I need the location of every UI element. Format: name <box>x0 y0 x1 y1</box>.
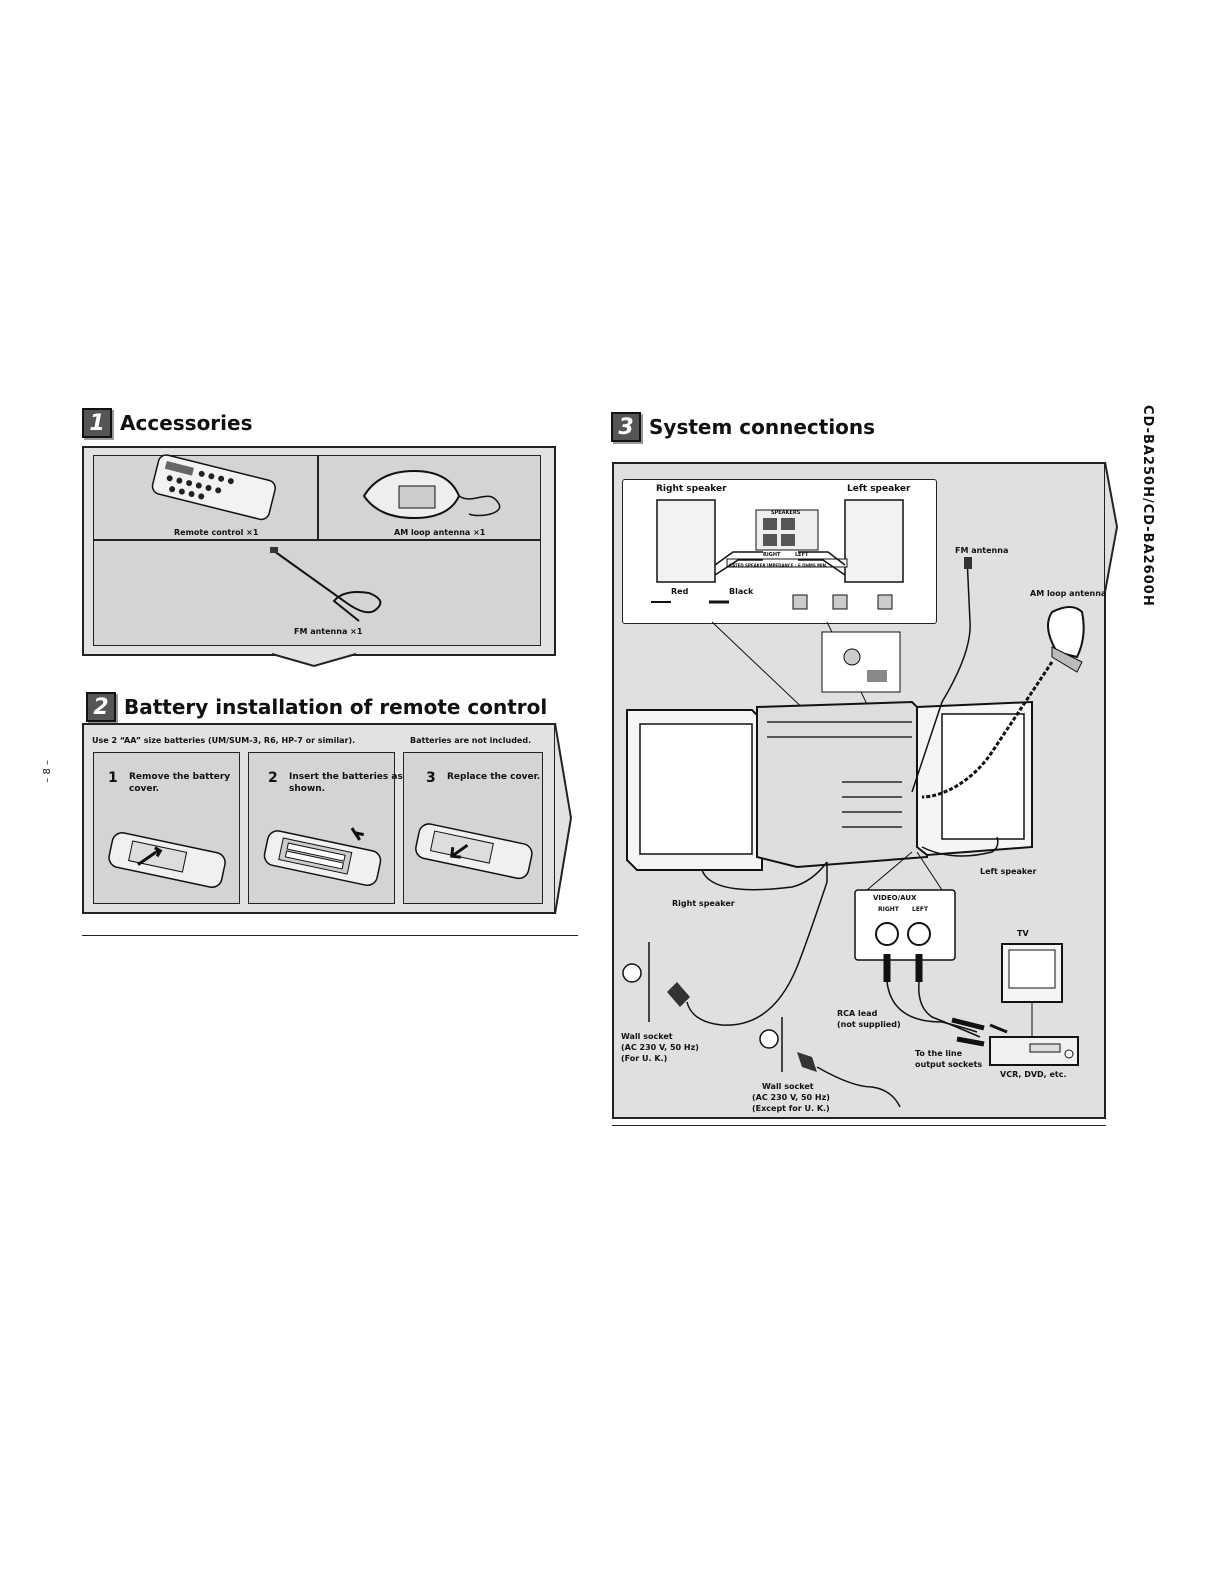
remote-control-icon <box>151 454 276 521</box>
black-wire-label: Black <box>729 587 754 596</box>
speaker-connection-diagram <box>651 499 904 610</box>
left-speaker-main-label: Left speaker <box>980 867 1037 876</box>
panel-pointer <box>271 653 357 668</box>
right-speaker-main-label: Right speaker <box>672 899 735 908</box>
wall-socket-uk-region: (For U. K.) <box>621 1054 668 1063</box>
section-number-badge: 1 <box>82 408 112 438</box>
accessories-header: 1 Accessories <box>82 408 253 438</box>
battery-title: Battery installation of remote control <box>124 695 548 719</box>
speaker-inset: Right speaker Left speaker SPEAKERS RIGH… <box>622 479 937 624</box>
panel-left-label: LEFT <box>795 552 809 558</box>
system-connection-diagram <box>622 556 1085 1108</box>
am-antenna-caption: AM loop antenna ×1 <box>394 528 486 537</box>
battery-header: 2 Battery installation of remote control <box>86 692 547 722</box>
section-number-badge: 3 <box>611 412 641 442</box>
section-number-badge: 2 <box>86 692 116 722</box>
side-model-title: CD-BA250H/CD-BA2600H <box>1140 405 1155 607</box>
jack-right-label: RIGHT <box>878 906 899 913</box>
remote-batteries-icon <box>263 827 382 887</box>
red-wire-label: Red <box>671 587 689 596</box>
fm-antenna-label: FM antenna <box>955 546 1009 555</box>
wall-socket-eu-label: Wall socket <box>762 1082 814 1091</box>
remote-back-icon <box>108 832 226 888</box>
impedance-label: RATED SPEAKER IMPEDANCE : 6 OHMS MIN. <box>729 563 828 568</box>
system-title: System connections <box>649 415 876 439</box>
am-antenna-cell: AM loop antenna ×1 <box>318 455 541 540</box>
rca-lead-label: RCA lead <box>837 1009 878 1018</box>
remote-control-caption: Remote control ×1 <box>174 528 259 537</box>
step-text: Insert the batteries as shown. <box>289 772 403 794</box>
remote-control-cell: Remote control ×1 <box>93 454 318 540</box>
jack-left-label: LEFT <box>912 906 929 913</box>
wall-socket-uk-spec: (AC 230 V, 50 Hz) <box>621 1043 699 1052</box>
accessories-panel: Remote control ×1 AM loop antenna ×1 FM … <box>82 446 556 656</box>
accessories-title: Accessories <box>120 411 253 435</box>
battery-not-included-note: Batteries are not included. <box>410 736 532 745</box>
fm-antenna-cell: FM antenna ×1 <box>93 540 541 646</box>
wall-socket-eu-spec: (AC 230 V, 50 Hz) <box>752 1093 830 1102</box>
page-number: – 8 – <box>42 760 53 783</box>
left-speaker-label: Left speaker <box>847 484 911 494</box>
tv-label: TV <box>1017 929 1029 938</box>
fm-antenna-caption: FM antenna ×1 <box>294 627 363 636</box>
battery-panel: Use 2 “AA” size batteries (UM/SUM-3, R6,… <box>82 723 556 914</box>
panel-right-label: RIGHT <box>763 552 781 558</box>
right-speaker-label: Right speaker <box>656 484 727 494</box>
panel-pointer <box>1104 461 1119 593</box>
step-text: Replace the cover. <box>447 772 541 782</box>
step-number: 3 <box>426 770 436 786</box>
am-loop-antenna-icon <box>362 469 501 520</box>
section-divider <box>82 935 578 936</box>
step-3-cell: 3 Replace the cover. <box>403 752 543 904</box>
panel-pointer <box>554 722 573 915</box>
battery-note: Use 2 “AA” size batteries (UM/SUM-3, R6,… <box>92 736 356 745</box>
speakers-panel-label: SPEAKERS <box>771 510 801 516</box>
rca-not-supplied-label: (not supplied) <box>837 1020 901 1029</box>
wall-socket-eu-region: (Except for U. K.) <box>752 1104 830 1113</box>
system-bottom-rule <box>612 1125 1106 1126</box>
step-number: 1 <box>108 770 118 786</box>
output-sockets-label: output sockets <box>915 1060 983 1069</box>
to-line-label: To the line <box>915 1049 963 1058</box>
video-aux-label: VIDEO/AUX <box>873 894 917 902</box>
wall-socket-uk-label: Wall socket <box>621 1032 673 1041</box>
am-loop-antenna-label: AM loop antenna <box>1030 589 1107 598</box>
fm-antenna-icon <box>270 547 382 622</box>
system-header: 3 System connections <box>611 412 875 442</box>
vcr-label: VCR, DVD, etc. <box>1000 1070 1067 1079</box>
step-number: 2 <box>268 770 278 786</box>
step-1-cell: 1 Remove the battery cover. <box>93 752 240 904</box>
step-text: Remove the battery cover. <box>129 772 231 794</box>
remote-cover-icon <box>415 823 533 880</box>
step-2-cell: 2 Insert the batteries as shown. <box>248 752 403 904</box>
